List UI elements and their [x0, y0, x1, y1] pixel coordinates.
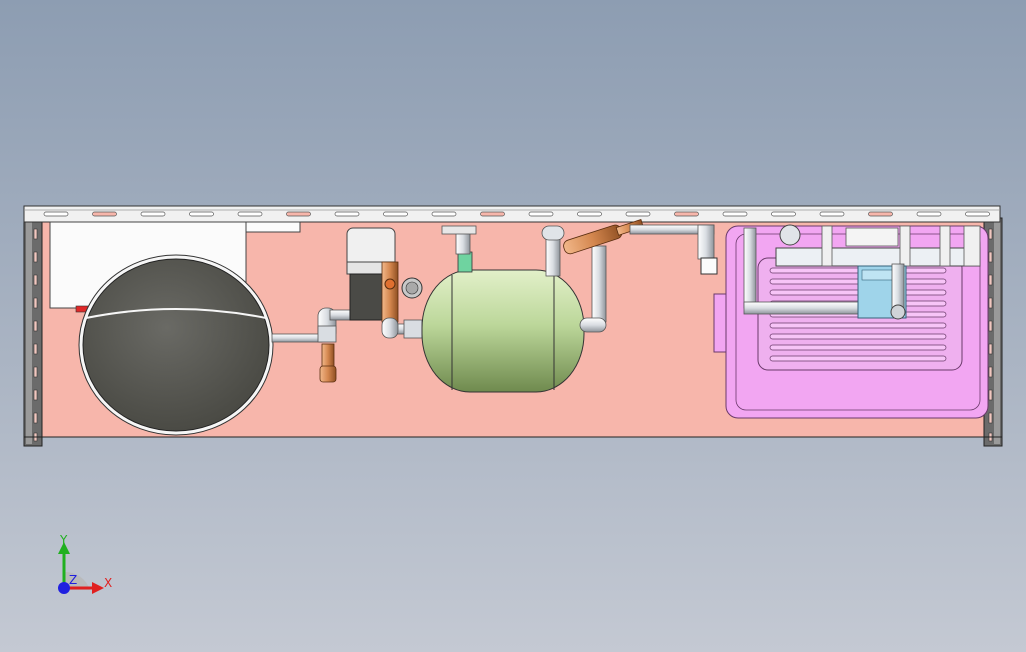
left-side-frame [23, 217, 43, 447]
coordinate-triad: Y X Z [58, 533, 112, 594]
rail-slot [916, 211, 942, 217]
liquid-line [381, 317, 433, 339]
pump-block [857, 263, 907, 320]
rail-slot [577, 211, 602, 217]
x-axis-label: X [104, 576, 112, 590]
rail-slot [819, 211, 845, 217]
top-rail [23, 205, 1001, 223]
tank-inlet-pipe [441, 225, 477, 255]
z-axis-label: Z [69, 573, 77, 587]
discharge-loop [541, 225, 607, 333]
rail-slot [480, 211, 505, 217]
evaporator-fin [769, 344, 947, 351]
rail-slot [771, 211, 796, 217]
rail-slot [965, 211, 990, 217]
rail-slot [625, 211, 651, 217]
rail-slot [92, 211, 117, 217]
rail-slot [674, 211, 699, 217]
copper-service-valve [319, 343, 337, 383]
evaporator-fin [769, 355, 947, 362]
crossover-pipe [629, 224, 718, 275]
rail-slot [528, 211, 554, 217]
solenoid-valve [346, 227, 423, 323]
rail-slot [189, 211, 214, 217]
rail-slot [722, 211, 748, 217]
rail-slot [383, 211, 408, 217]
rail-slot [431, 211, 457, 217]
z-axis-dot [58, 582, 70, 594]
compressor [78, 254, 274, 436]
right-frame-slots [988, 228, 993, 442]
rail-slot [334, 211, 360, 217]
rail-slot [140, 211, 166, 217]
rail-slot [237, 211, 263, 217]
evaporator-fin [769, 322, 947, 329]
rail-slots [43, 211, 990, 217]
rail-slot [868, 211, 893, 217]
y-axis-label: Y [59, 533, 68, 547]
evaporator-fin [769, 333, 947, 340]
evaporator-manifold [743, 224, 981, 315]
rail-slot [286, 211, 311, 217]
rail-slot [43, 211, 69, 217]
